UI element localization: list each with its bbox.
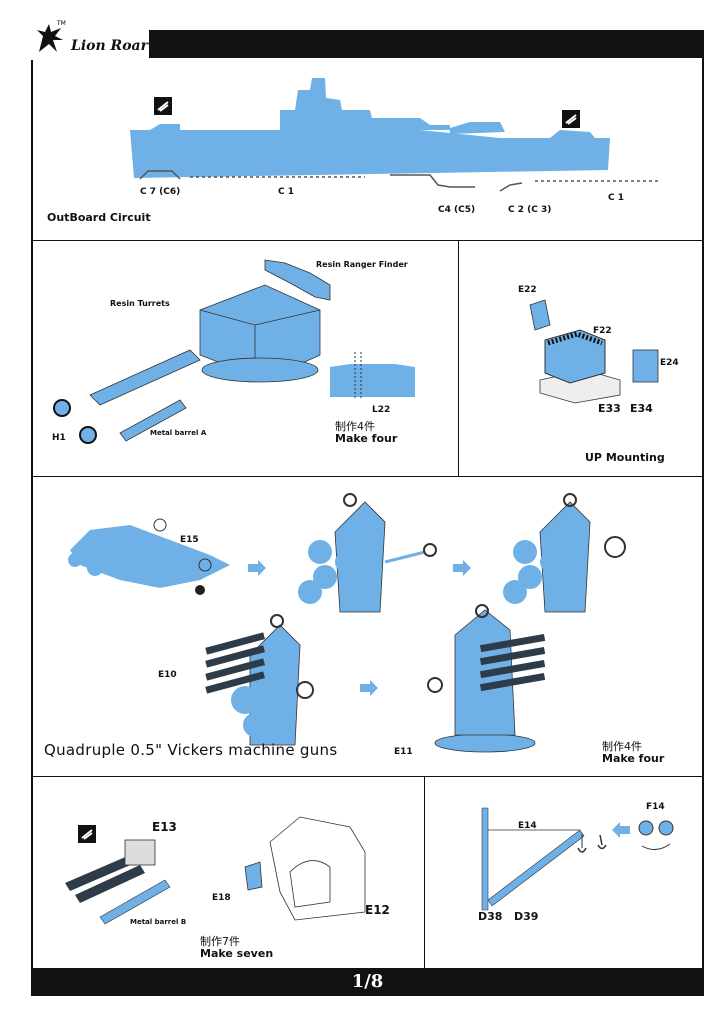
product-code: LS350004 [203,64,302,84]
stage-flag-icon [78,825,96,843]
footer-bar: 1/8 [31,968,704,996]
blast-bag-part [330,352,415,400]
vickers-stage-2 [298,493,437,613]
page-number: 1/8 [351,971,384,992]
arrow-icon [453,560,471,576]
make-count-cn-gun: 制作7件 [200,935,240,948]
stage-flag-icon [154,97,172,115]
label-c1-left: C 1 [278,187,295,197]
label-e10: E10 [158,670,177,680]
arrow-icon [360,680,378,696]
pulley-part [638,820,674,850]
crane-drawing [481,807,607,911]
label-c2: C 2 (C 3) [508,205,552,215]
divider-1 [31,240,704,241]
railing-parts [139,170,660,192]
label-l22: L22 [372,405,391,415]
label-resin-turrets: Resin Turrets [110,299,170,308]
label-e14: E14 [518,821,537,831]
section-title-outboard: OutBoard Circuit [47,211,151,224]
label-c1-right: C 1 [608,193,625,203]
brand-name: Lion Roar [71,38,148,54]
make-count-gun: Make seven [200,947,274,960]
label-metal-barrel-a: Metal barrel A [150,429,207,437]
label-e15: E15 [180,535,199,545]
label-e18: E18 [212,893,231,903]
turret-drawing [53,259,331,444]
gun-shield-drawing [244,816,366,921]
label-c7: C 7 (C6) [140,187,181,197]
label-h1: H1 [52,433,66,443]
label-f22: F22 [593,326,612,336]
arrow-icon [612,822,630,838]
divider-2 [31,476,704,477]
lion-logo-icon [37,24,63,52]
divider-3 [31,776,704,777]
label-e34: E34 [630,402,653,415]
divider-v1 [458,240,459,476]
label-e24: E24 [660,358,679,368]
label-f14: F14 [646,802,665,812]
label-e12: E12 [365,903,390,917]
label-e11: E11 [394,747,413,757]
up-mounting-drawing [529,299,659,404]
ship-silhouette [130,78,610,178]
make-count-vickers: Make four [602,752,665,765]
label-e33: E33 [598,402,621,415]
twin-gun-drawing [65,839,171,925]
label-metal-barrel-b: Metal barrel B [130,918,187,926]
trademark: TM [57,20,66,27]
label-ranger-finder: Resin Ranger Finder [316,260,408,269]
section-title-vickers: Quadruple 0.5" Vickers machine guns [44,741,338,759]
brand-logo: TM Lion Roar [31,18,149,60]
label-c4: C4 (C5) [438,205,476,215]
vickers-flat-part [68,518,230,595]
vickers-stage-4 [205,614,314,746]
vickers-assembled [427,604,546,753]
stage-flag-icon [562,110,580,128]
make-count-turret: Make four [335,432,398,445]
label-d38: D38 [478,910,503,923]
label-e13: E13 [152,820,177,834]
make-count-cn-turret: 制作4件 [335,420,375,433]
label-e22: E22 [518,285,537,295]
scale-label: For 1/350 [581,64,672,84]
make-count-cn-vickers: 制作4件 [602,740,642,753]
arrow-icon [248,560,266,576]
section-title-up-mounting: UP Mounting [585,451,665,464]
label-d39: D39 [514,910,539,923]
divider-v2 [424,776,425,968]
vickers-stage-3 [503,493,626,613]
